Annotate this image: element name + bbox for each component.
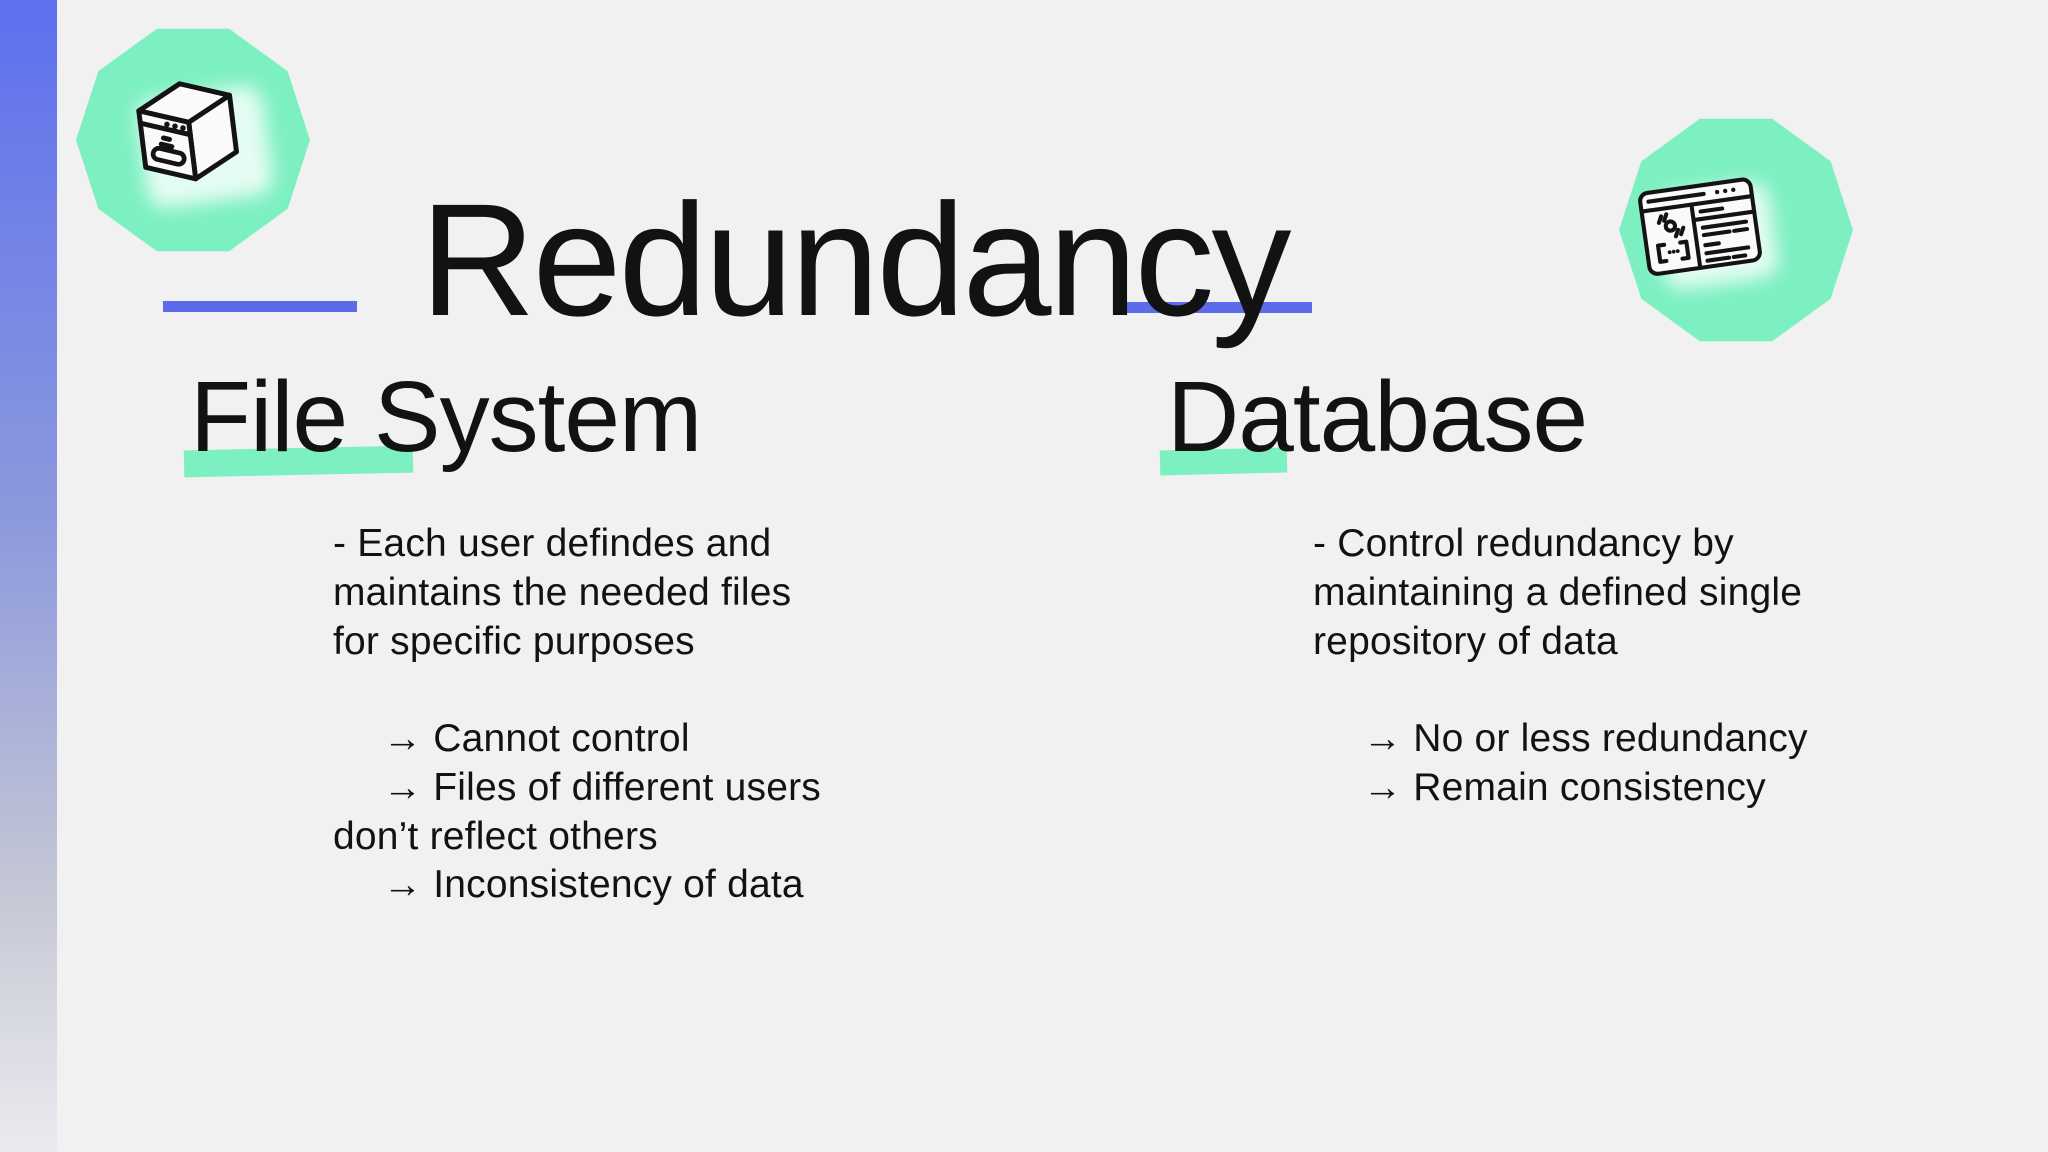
- title-underline-left: [163, 301, 357, 312]
- text-line: - Control redundancy by: [1313, 522, 1734, 565]
- title-underline-right: [1118, 302, 1312, 313]
- text-line-blank: [333, 666, 933, 715]
- code-window-icon: [1638, 177, 1762, 276]
- text-line-blank: [1313, 666, 1953, 715]
- text-line: - Each user defindes and: [333, 522, 772, 565]
- arrow-bullet-line: → No or less redundancy: [1363, 717, 1808, 760]
- arrow-bullet-line: → Files of different users: [383, 765, 821, 809]
- text-line: don’t reflect others: [333, 814, 658, 858]
- archive-box-icon: [136, 81, 239, 182]
- edge-gradient-bar: [0, 0, 57, 1152]
- page-title: Redundancy: [420, 170, 1291, 349]
- database-text-block: - Control redundancy by maintaining a de…: [1313, 520, 1953, 813]
- text-line: maintaining a defined single: [1313, 570, 1803, 614]
- column-heading-file-system: File System: [190, 361, 702, 473]
- text-line: for specific purposes: [333, 619, 695, 663]
- file-system-text-block: - Each user defindes and maintains the n…: [333, 520, 933, 910]
- column-heading-database: Database: [1167, 361, 1588, 473]
- text-line: maintains the needed files: [333, 570, 792, 614]
- text-line: repository of data: [1313, 619, 1618, 663]
- arrow-bullet-line: → Inconsistency of data: [383, 863, 804, 907]
- arrow-bullet-line: → Cannot control: [383, 717, 690, 760]
- arrow-bullet-line: → Remain consistency: [1363, 765, 1766, 809]
